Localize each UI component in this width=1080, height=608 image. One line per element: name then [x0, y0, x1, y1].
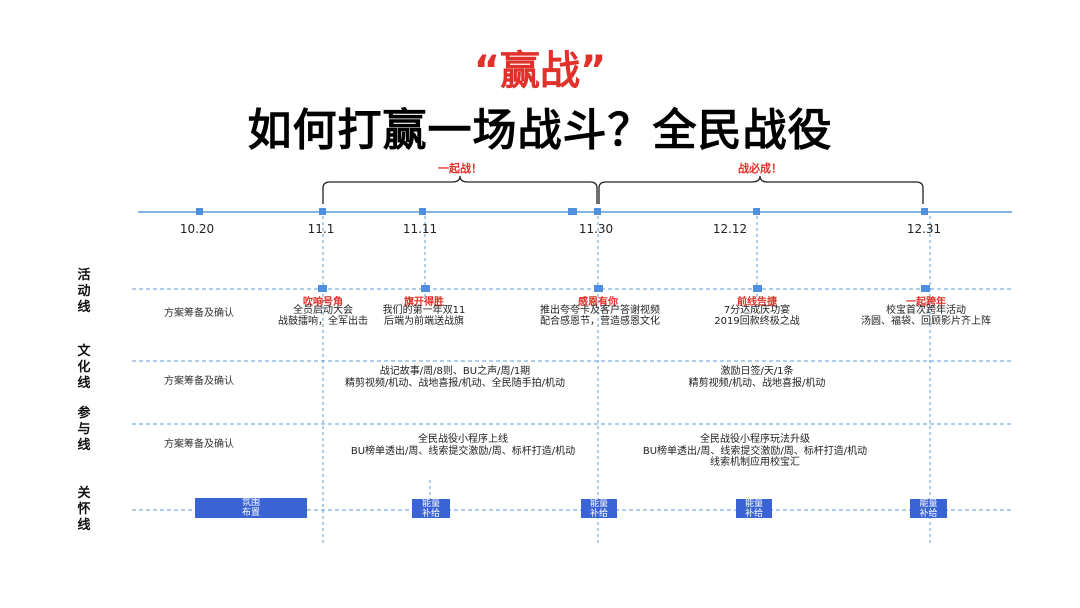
- participation-line: 线索机制应用校宝汇: [710, 457, 800, 468]
- event-marker: [318, 285, 327, 292]
- event-title: 旗开得胜: [404, 297, 444, 308]
- care-block-text: 补给: [589, 508, 608, 519]
- care-block: 能量补给: [412, 498, 450, 519]
- care-block-text: 能量: [919, 498, 938, 509]
- event-title: 感恩有你: [578, 297, 618, 308]
- event-marker: [753, 285, 762, 292]
- event-line: 后端为前端送战旗: [384, 316, 464, 327]
- event-line: 汤圆、福袋、回顾影片齐上阵: [861, 316, 991, 327]
- prep-note: 方案筹备及确认: [164, 308, 234, 319]
- culture-line: 精剪视频/机动、战地喜报/机动: [688, 378, 826, 389]
- lane-label-care: 关怀线: [77, 486, 91, 533]
- lane-label-culture: 文化线: [77, 344, 91, 391]
- date-marker: [921, 208, 928, 215]
- lane-label-activity: 活动线: [77, 268, 91, 315]
- date-label: 10.20: [179, 222, 215, 236]
- date-marker: [568, 208, 577, 215]
- title-quote: “赢战”: [473, 48, 607, 94]
- participation-line: BU榜单透出/周、线索提交激励/周、标杆打造/机动: [350, 446, 576, 457]
- event-title: 一起跨年: [906, 297, 946, 308]
- participation-line: 全民战役小程序上线: [418, 434, 508, 445]
- culture-line: 精剪视频/机动、战地喜报/机动、全民随手拍/机动: [344, 378, 566, 389]
- participation-line: 全民战役小程序玩法升级: [700, 434, 810, 445]
- care-block: 氛围布置: [195, 498, 307, 518]
- date-marker: [419, 208, 426, 215]
- care-block-text: 能量: [744, 498, 763, 509]
- event-line: 配合感恩节，营造感恩文化: [540, 316, 660, 327]
- care-block-text: 补给: [744, 508, 763, 519]
- care-block: 能量补给: [736, 498, 772, 519]
- event-line: 7分达成庆功宴: [723, 305, 791, 316]
- event-marker: [594, 285, 603, 292]
- participation-line: BU榜单透出/周、线索提交激励/周、标杆打造/机动: [642, 446, 868, 457]
- date-label: 11.30: [578, 222, 614, 236]
- phase-label-2: 战必成！: [738, 162, 782, 175]
- prep-note: 方案筹备及确认: [164, 439, 234, 450]
- event-marker: [421, 285, 430, 292]
- phase-label-1: 一起战！: [438, 162, 482, 175]
- care-block-text: 补给: [421, 508, 440, 519]
- event-title: 前线告捷: [737, 297, 777, 308]
- phase-brace: [322, 175, 598, 204]
- care-block: 能量补给: [910, 498, 947, 519]
- culture-line: 战记故事/周/8则、BU之声/周/1期: [379, 366, 531, 377]
- date-marker: [594, 208, 601, 215]
- event-line: 校宝首次跨年活动: [886, 305, 966, 316]
- event-line: 2019回款终极之战: [714, 316, 800, 327]
- event-line: 推出夸夸卡及客户答谢视频: [540, 305, 660, 316]
- care-block-text: 能量: [589, 498, 608, 509]
- care-block-text: 布置: [241, 508, 260, 518]
- care-block-text: 能量: [421, 498, 440, 509]
- date-marker: [753, 208, 760, 215]
- phase-brace: [598, 175, 924, 204]
- date-marker: [319, 208, 326, 215]
- care-block: 能量补给: [581, 498, 617, 519]
- date-label: 11.1: [307, 222, 335, 236]
- date-label: 12.31: [906, 222, 942, 236]
- lane-label-participation: 参与线: [77, 406, 91, 453]
- event-title: 吹响号角: [303, 297, 343, 308]
- event-line: 战鼓擂响，全军出击: [278, 316, 368, 327]
- page-title: 如何打赢一场战斗？全民战役: [247, 105, 833, 156]
- care-block-text: 氛围: [241, 498, 260, 508]
- prep-note: 方案筹备及确认: [164, 376, 234, 387]
- care-block-text: 补给: [919, 508, 938, 519]
- date-label: 11.11: [402, 222, 438, 236]
- event-line: 我们的第一年双11: [382, 305, 466, 316]
- event-marker: [921, 285, 930, 292]
- date-marker: [196, 208, 203, 215]
- culture-line: 激励日签/天/1条: [720, 366, 794, 377]
- date-label: 12.12: [712, 222, 748, 236]
- event-line: 全员启动大会: [293, 305, 353, 316]
